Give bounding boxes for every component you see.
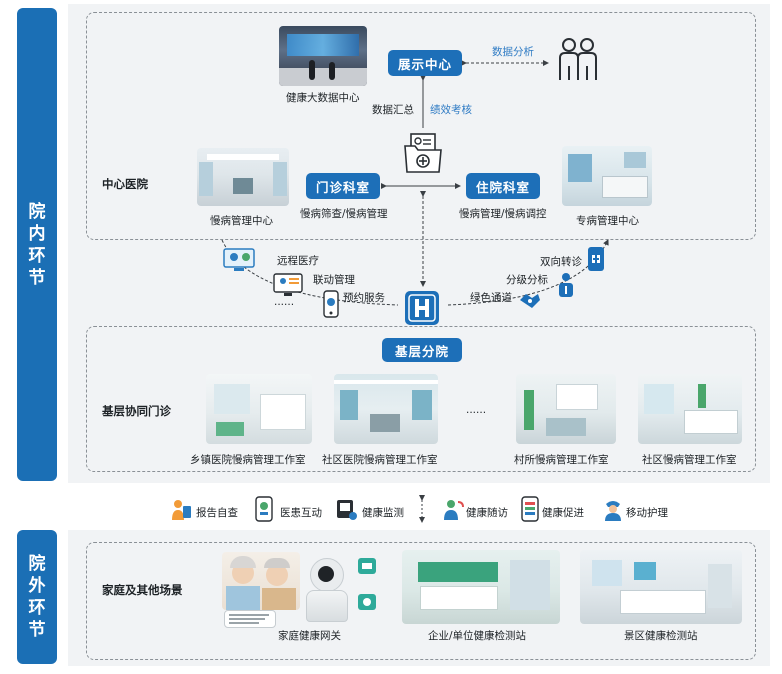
screening-label: 慢病筛查/慢病管理: [300, 208, 388, 220]
service-label-1: 报告自查: [196, 507, 238, 519]
chronic-mgmt-center-photo: [197, 148, 289, 206]
big-data-center-label: 健康大数据中心: [286, 92, 360, 104]
inpatient-button[interactable]: 住院科室: [466, 173, 540, 199]
referral-card-icon: [588, 247, 604, 271]
display-center-button[interactable]: 展示中心: [388, 50, 462, 76]
service-label-5: 健康促进: [542, 507, 584, 519]
service-label-3: 健康监测: [362, 507, 404, 519]
big-data-center-photo: [279, 26, 367, 86]
inner-section-bar: 院内环节: [17, 8, 57, 481]
room-photo-2: [334, 374, 438, 444]
data-analysis-label: 数据分析: [492, 46, 534, 58]
telemedicine-icon: [223, 248, 255, 271]
room-label-2: 社区医院慢病管理工作室: [322, 454, 438, 466]
report-icon: [172, 500, 191, 520]
enterprise-station-photo: [402, 550, 560, 624]
central-hospital-label: 中心医院: [102, 177, 148, 191]
room-label-4: 社区慢病管理工作室: [642, 454, 737, 466]
people-icon: [559, 38, 597, 80]
outer-section-label: 院外环节: [28, 554, 46, 640]
elderly-couple-photo: [222, 552, 300, 610]
branch-dots: ......: [466, 404, 487, 416]
chronic-mgmt-center-label: 慢病管理中心: [210, 215, 273, 227]
handshake-icon: [520, 294, 540, 308]
room-photo-3: [516, 374, 616, 444]
outpatient-button[interactable]: 门诊科室: [306, 173, 380, 199]
screen-doctor-icon: [273, 273, 303, 296]
green-channel-label: 绿色通道: [470, 292, 512, 304]
perf-eval-label: 绩效考核: [430, 104, 472, 116]
monitor-icon: [337, 500, 357, 520]
followup-icon: [444, 500, 464, 520]
branch-button[interactable]: 基层分院: [382, 338, 462, 362]
robot-gateway-photo: [302, 556, 350, 622]
service-label-4: 健康随访: [466, 507, 508, 519]
service-label-6: 移动护理: [626, 507, 668, 519]
family-scene-label: 家庭及其他场景: [102, 583, 183, 597]
promotion-icon: [521, 496, 539, 522]
inpatient-mgmt-label: 慢病管理/慢病调控: [459, 208, 547, 220]
triage-label: 分级分标: [506, 274, 548, 286]
info-person-icon: [559, 273, 573, 297]
gateway-label: 家庭健康网关: [278, 630, 341, 642]
gateway-app-icons: [358, 558, 376, 610]
left-dots: ......: [274, 296, 295, 308]
nursing-icon: [605, 501, 621, 521]
scenic-label: 景区健康检测站: [624, 630, 698, 642]
referral-label: 双向转诊: [540, 256, 582, 268]
linkage-mgmt-label: 联动管理: [313, 274, 355, 286]
room-photo-1: [206, 374, 312, 444]
data-summary-label: 数据汇总: [372, 104, 414, 116]
coop-clinic-label: 基层协同门诊: [102, 404, 171, 418]
special-center-photo: [562, 146, 652, 206]
branch-box: [86, 326, 756, 472]
scenic-station-photo: [580, 550, 742, 624]
remote-medical-label: 远程医疗: [277, 255, 319, 267]
interaction-icon: [255, 496, 273, 522]
room-photo-4: [638, 374, 742, 444]
service-label-2: 医患互动: [280, 507, 322, 519]
room-label-1: 乡镇医院慢病管理工作室: [190, 454, 306, 466]
appointment-label: 预约服务: [343, 292, 385, 304]
family-box: [86, 542, 756, 660]
inner-section-label: 院内环节: [28, 201, 46, 288]
special-center-label: 专病管理中心: [576, 215, 639, 227]
outer-section-bar: 院外环节: [17, 530, 57, 664]
hospital-h-icon: [405, 291, 439, 325]
folder-icon: [404, 133, 442, 173]
phone-icon: [323, 290, 339, 318]
room-label-3: 村所慢病管理工作室: [514, 454, 609, 466]
enterprise-label: 企业/单位健康检测站: [428, 630, 527, 642]
card-device-photo: [224, 610, 276, 628]
